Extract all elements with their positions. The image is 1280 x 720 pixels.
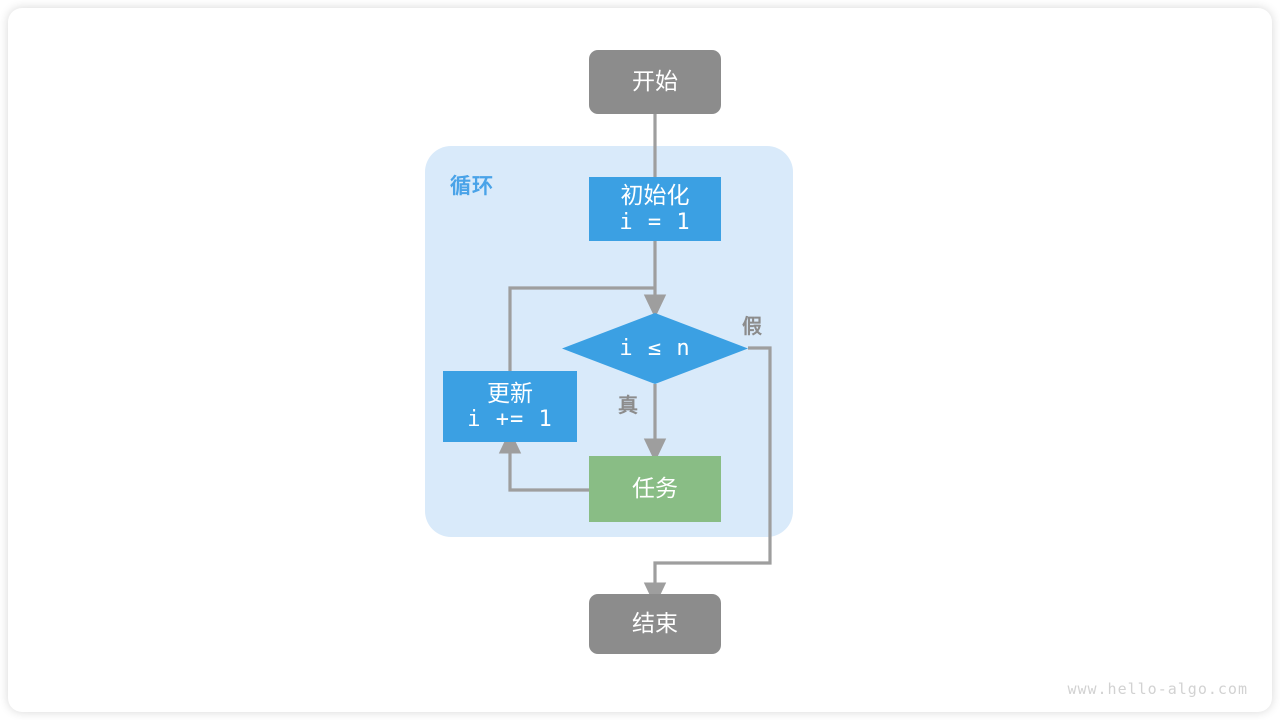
node-task-label: 任务 bbox=[632, 475, 678, 502]
edge-update-to-condition bbox=[508, 286, 655, 371]
node-task[interactable]: 任务 bbox=[589, 456, 721, 522]
edge-condition-false-to-end bbox=[643, 346, 772, 607]
node-init[interactable]: 初始化 i = 1 bbox=[589, 177, 721, 241]
node-end[interactable]: 结束 bbox=[589, 594, 721, 654]
node-init-expression: i = 1 bbox=[619, 209, 691, 235]
node-update-label: 更新 bbox=[487, 379, 533, 406]
node-update-expression: i += 1 bbox=[467, 407, 553, 433]
node-start-label: 开始 bbox=[632, 68, 678, 95]
loop-container-label: 循环 bbox=[450, 175, 494, 198]
node-end-label: 结束 bbox=[632, 610, 678, 637]
watermark: www.hello-algo.com bbox=[1067, 680, 1248, 698]
node-condition-label: i ≤ n bbox=[619, 335, 691, 361]
node-start[interactable]: 开始 bbox=[589, 50, 721, 114]
node-condition[interactable]: i ≤ n bbox=[562, 313, 748, 384]
node-init-label: 初始化 bbox=[620, 182, 690, 209]
edge-label-false: 假 bbox=[742, 316, 762, 338]
edge-task-to-update bbox=[498, 429, 589, 492]
edge-label-true: 真 bbox=[618, 395, 638, 417]
diamond-shape-icon bbox=[562, 313, 748, 384]
node-update[interactable]: 更新 i += 1 bbox=[443, 371, 577, 442]
